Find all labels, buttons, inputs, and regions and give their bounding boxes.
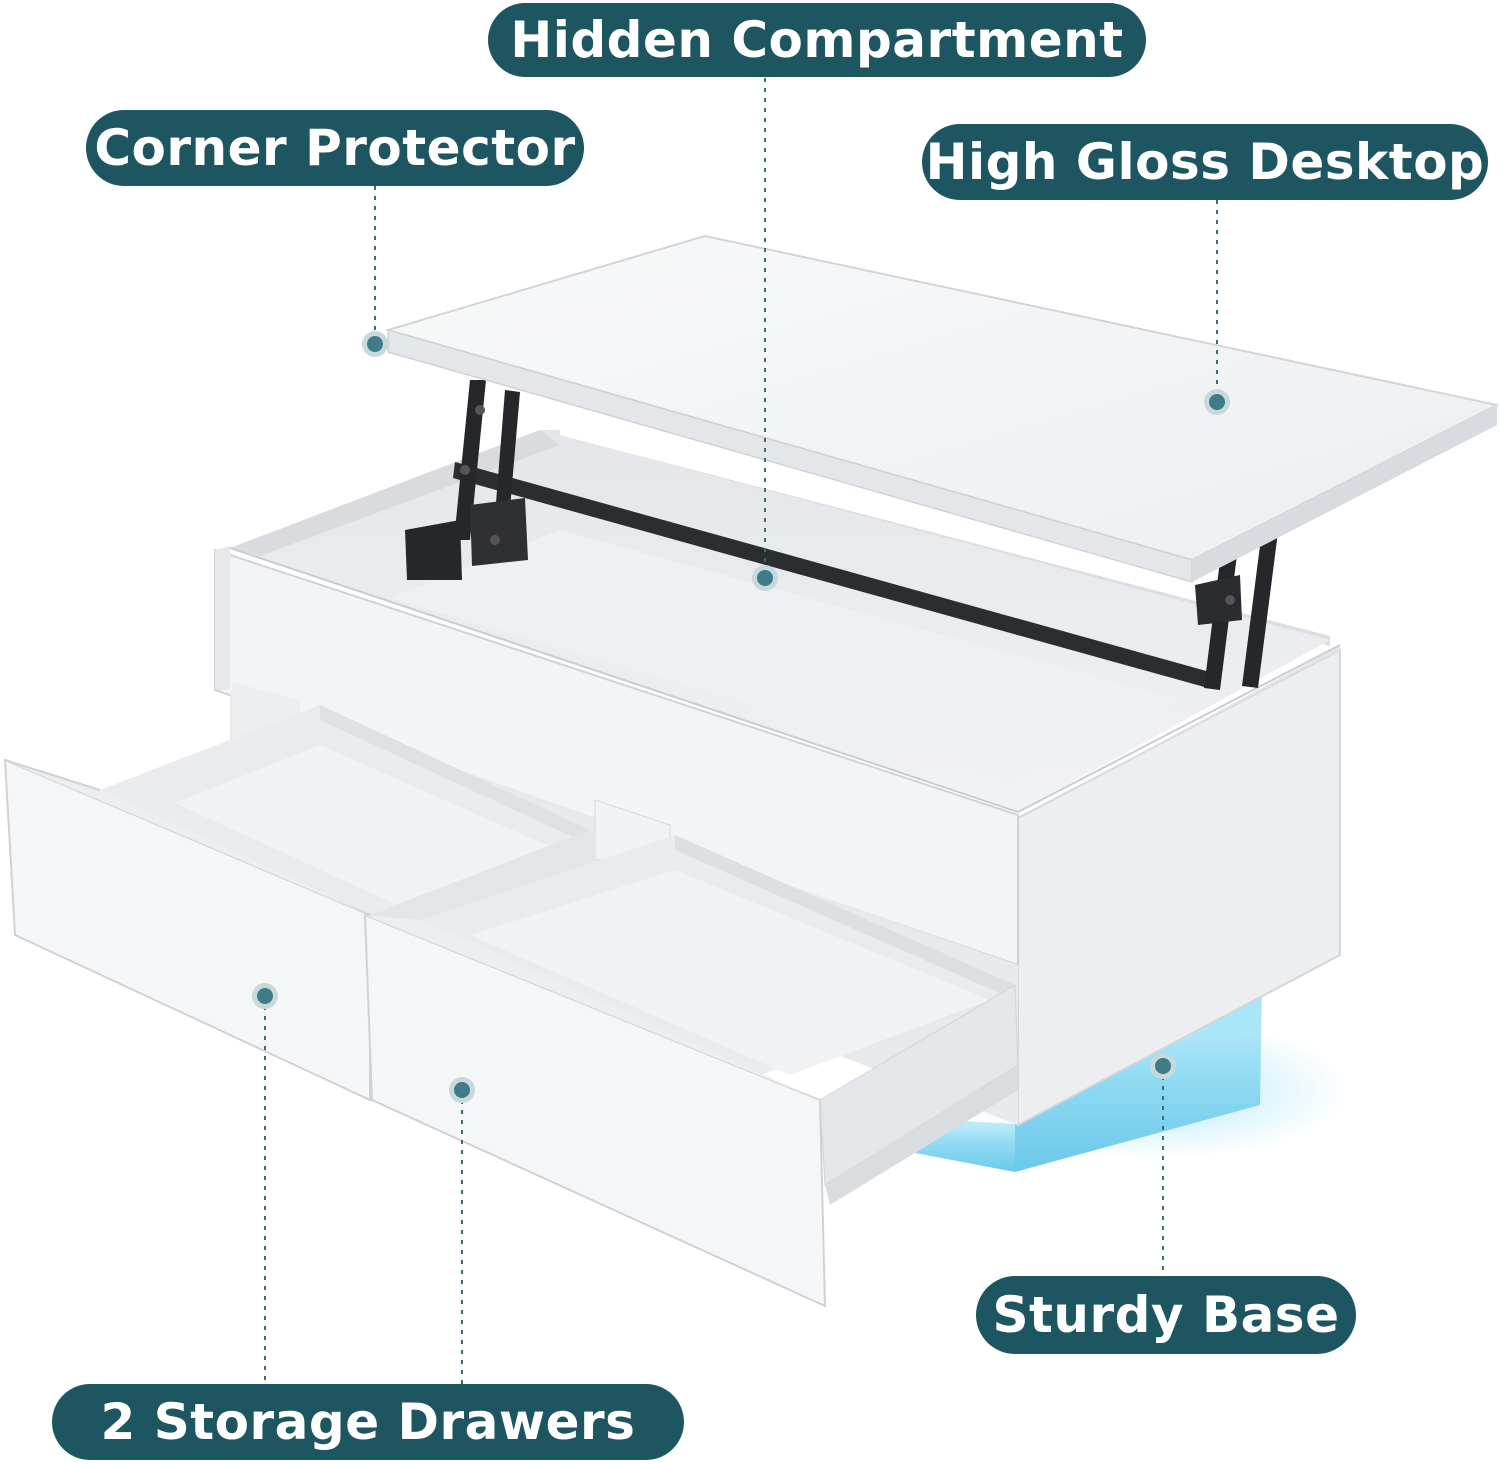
- callout-storage-drawers: 2 Storage Drawers: [52, 1384, 684, 1460]
- callout-markers: [252, 331, 1230, 1103]
- callout-high-gloss-desktop: High Gloss Desktop: [922, 124, 1488, 200]
- lift-hinge-mechanism: [405, 380, 1278, 690]
- callout-corner-protector: Corner Protector: [86, 110, 584, 186]
- right-drawer: [363, 835, 1019, 1308]
- marker-dot-icon: [449, 1077, 475, 1103]
- marker-dot-icon: [1150, 1053, 1176, 1079]
- left-drawer: [3, 705, 595, 1102]
- callout-hidden-compartment: Hidden Compartment: [488, 3, 1146, 77]
- callout-leaders: [264, 78, 1218, 1384]
- marker-dot-icon: [752, 565, 778, 591]
- marker-dot-icon: [1204, 389, 1230, 415]
- marker-dot-icon: [362, 331, 388, 357]
- marker-dot-icon: [252, 983, 278, 1009]
- callout-sturdy-base: Sturdy Base: [976, 1276, 1356, 1354]
- lifted-tabletop: [384, 234, 1500, 583]
